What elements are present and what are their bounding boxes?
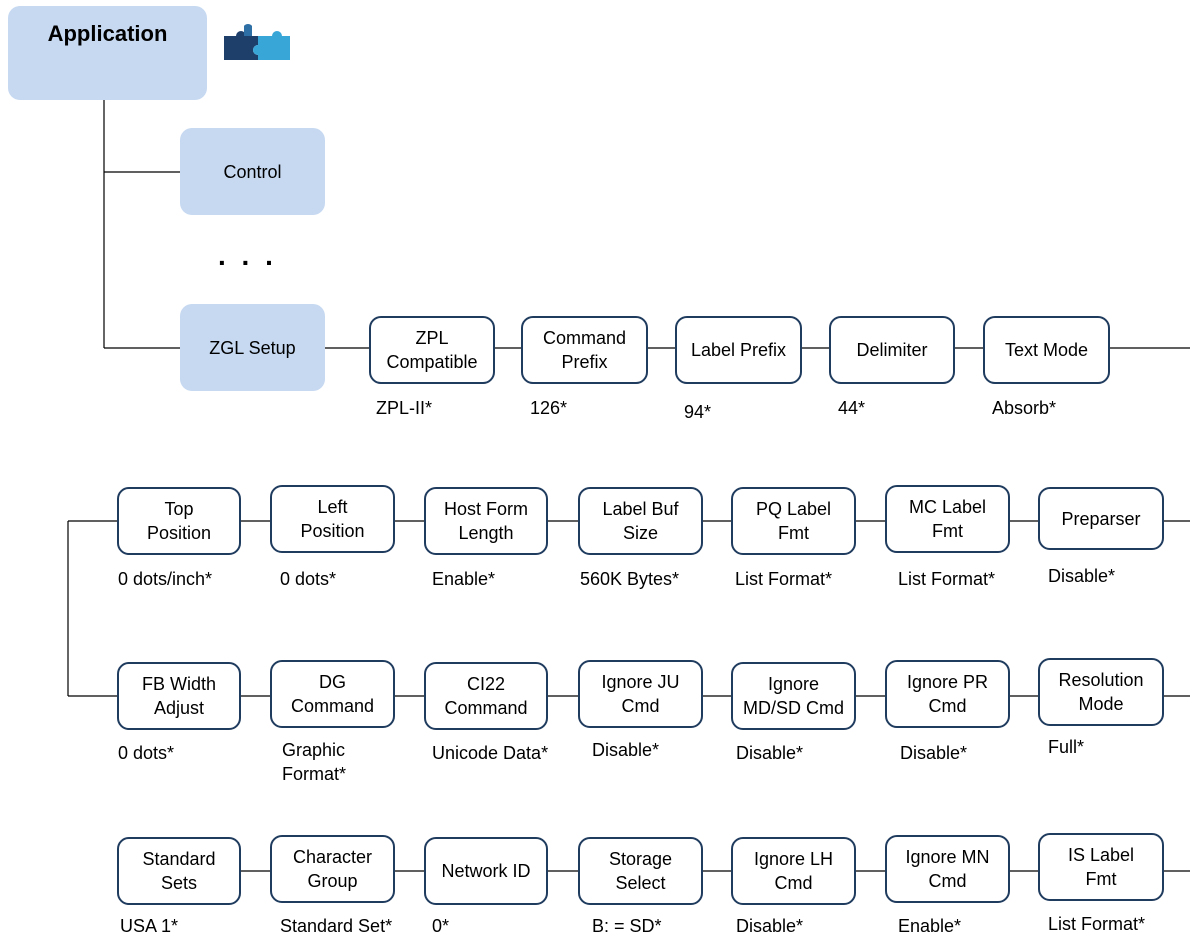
option-network-id[interactable]: Network ID (424, 837, 548, 905)
option-label: CI22 Command (444, 674, 528, 718)
menu-zgl-setup[interactable]: ZGL Setup (180, 304, 325, 391)
option-value: Disable* (592, 740, 660, 760)
option-label: Host Form Length (443, 499, 528, 543)
option-top-position[interactable]: Top Position (117, 487, 241, 555)
option-preparser[interactable]: Preparser (1038, 487, 1164, 550)
option-value: List Format* (735, 569, 833, 589)
option-label: Ignore PR Cmd (906, 672, 989, 716)
option-label: Top Position (146, 499, 212, 543)
option-text-mode[interactable]: Text Mode (983, 316, 1110, 384)
application-label: Application (47, 21, 168, 46)
option-label: Preparser (1061, 508, 1141, 529)
option-zpl-compatible[interactable]: ZPL Compatible (369, 316, 495, 384)
option-label: IS Label Fmt (1067, 845, 1135, 889)
option-label: DG Command (290, 672, 375, 716)
option-label: Ignore MD/SD Cmd (742, 674, 844, 718)
option-label: Storage Select (608, 849, 673, 893)
option-value: 0 dots/inch* (118, 569, 213, 589)
option-label: Ignore JU Cmd (601, 672, 680, 716)
puzzle-icon (224, 24, 290, 60)
option-label: Character Group (292, 847, 373, 891)
option-value: 0 dots* (118, 743, 175, 763)
option-character-group[interactable]: Character Group (270, 835, 395, 903)
option-label: Text Mode (1004, 340, 1089, 360)
option-dg-command[interactable]: DG Command (270, 660, 395, 728)
option-fb-width-adjust[interactable]: FB Width Adjust (117, 662, 241, 730)
option-command-prefix[interactable]: Command Prefix (521, 316, 648, 384)
option-value: 94* (684, 402, 712, 422)
option-value: 126* (530, 398, 568, 418)
option-value: Standard Set* (280, 916, 393, 936)
option-value: List Format* (898, 569, 996, 589)
option-host-form-length[interactable]: Host Form Length (424, 487, 548, 555)
menu-control[interactable]: Control (180, 128, 325, 215)
option-value: 44* (838, 398, 866, 418)
menu-control-label: Control (223, 161, 282, 182)
option-value: Disable* (736, 743, 804, 763)
option-label: Ignore LH Cmd (753, 849, 834, 893)
option-label: Standard Sets (142, 849, 216, 893)
option-pq-label-fmt[interactable]: PQ Label Fmt (731, 487, 856, 555)
application-node[interactable]: Application (8, 6, 207, 100)
option-value: Enable* (432, 569, 496, 589)
option-value: List Format* (1048, 914, 1146, 934)
option-value: Graphic Format* (282, 740, 347, 784)
option-storage-select[interactable]: Storage Select (578, 837, 703, 905)
option-label: Label Buf Size (602, 499, 679, 543)
option-value: Disable* (1048, 566, 1116, 586)
option-value: USA 1* (120, 916, 179, 936)
option-label: Label Prefix (690, 340, 787, 360)
option-value: Full* (1048, 737, 1085, 757)
option-ignore-md-sd-cmd[interactable]: Ignore MD/SD Cmd (731, 662, 856, 730)
ellipsis: . . . (218, 240, 277, 271)
option-value: Disable* (900, 743, 968, 763)
option-ci22-command[interactable]: CI22 Command (424, 662, 548, 730)
option-delimiter[interactable]: Delimiter (829, 316, 955, 384)
option-label: Network ID (441, 861, 531, 881)
option-ignore-lh-cmd[interactable]: Ignore LH Cmd (731, 837, 856, 905)
option-label: Command Prefix (542, 328, 627, 372)
option-resolution-mode[interactable]: Resolution Mode (1038, 658, 1164, 726)
menu-zgl-setup-label: ZGL Setup (209, 337, 296, 358)
option-value: Enable* (898, 916, 962, 936)
option-label: Resolution Mode (1058, 670, 1144, 714)
option-ignore-pr-cmd[interactable]: Ignore PR Cmd (885, 660, 1010, 728)
option-value: 0* (432, 916, 450, 936)
option-value: 560K Bytes* (580, 569, 680, 589)
option-left-position[interactable]: Left Position (270, 485, 395, 553)
option-mc-label-fmt[interactable]: MC Label Fmt (885, 485, 1010, 553)
option-label-prefix[interactable]: Label Prefix (675, 316, 802, 384)
option-ignore-mn-cmd[interactable]: Ignore MN Cmd (885, 835, 1010, 903)
option-value: 0 dots* (280, 569, 337, 589)
option-label: Left Position (300, 497, 365, 541)
option-standard-sets[interactable]: Standard Sets (117, 837, 241, 905)
option-label: Ignore MN Cmd (905, 847, 990, 891)
option-label: FB Width Adjust (141, 674, 216, 718)
option-ignore-ju-cmd[interactable]: Ignore JU Cmd (578, 660, 703, 728)
option-label: ZPL Compatible (386, 328, 478, 372)
option-label: MC Label Fmt (908, 497, 987, 541)
option-label: Delimiter (856, 340, 928, 360)
option-value: ZPL-II* (376, 398, 433, 418)
option-value: Unicode Data* (432, 743, 549, 763)
option-label-buf-size[interactable]: Label Buf Size (578, 487, 703, 555)
option-value: Disable* (736, 916, 804, 936)
option-value: Absorb* (992, 398, 1057, 418)
option-is-label-fmt[interactable]: IS Label Fmt (1038, 833, 1164, 901)
option-value: B: = SD* (592, 916, 662, 936)
option-label: PQ Label Fmt (755, 499, 832, 543)
